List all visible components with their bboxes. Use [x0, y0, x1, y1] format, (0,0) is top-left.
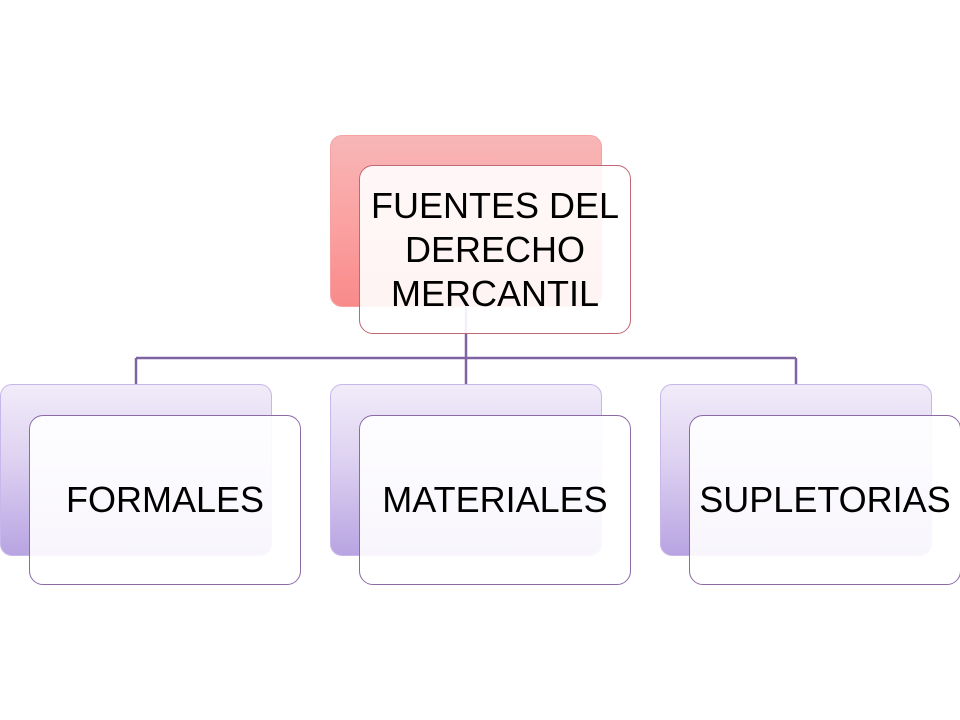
- child-node-materiales: MATERIALES: [359, 415, 631, 585]
- root-node: FUENTES DEL DERECHO MERCANTIL: [359, 165, 631, 334]
- child-node-label: SUPLETORIAS: [699, 479, 951, 520]
- child-node-supletorias: SUPLETORIAS: [689, 415, 960, 585]
- root-node-label: FUENTES DEL DERECHO MERCANTIL: [370, 184, 620, 314]
- child-node-label: MATERIALES: [382, 479, 608, 520]
- child-node-label: FORMALES: [65, 479, 265, 520]
- child-node-formales: FORMALES: [29, 415, 301, 585]
